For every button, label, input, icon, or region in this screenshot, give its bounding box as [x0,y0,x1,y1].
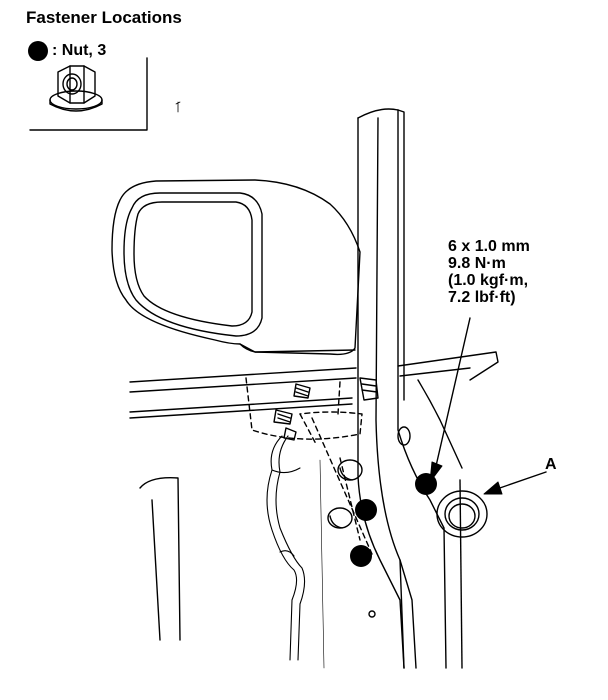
mirror-stud [293,383,311,399]
mirror-stud [359,377,379,401]
mounting-hole [397,426,411,446]
mounting-hole [337,459,363,481]
spec-line: (1.0 kgf·m, [448,272,529,289]
door-pillar [357,108,463,669]
mirror-stud [283,427,297,441]
inner-door-panel [139,459,463,669]
nut-location-marker [350,545,372,567]
mirror-stud [273,409,293,425]
flange-nut-icon [49,65,103,112]
nut-location-marker [355,499,377,521]
mirror-mount-dashed [245,377,373,555]
legend-title: Fastener Locations [26,8,182,27]
grommet-a [436,490,488,538]
a-arrow-head [483,481,503,495]
mounting-hole [327,507,353,529]
a-leader-arrow [493,471,547,491]
mirror-harness [266,435,306,661]
filled-circle-icon [28,41,48,61]
callout-label-a: A [545,456,557,473]
spec-leader-arrow [435,317,471,467]
spec-line: 7.2 lbf·ft) [448,289,516,306]
nut-location-marker [415,473,437,495]
legend-box [29,57,148,131]
spec-line: 9.8 N·m [448,255,506,272]
spec-line: 6 x 1.0 mm [448,238,530,255]
mirror-housing [111,179,361,356]
door-belt-line [129,351,499,419]
legend-nut-label: : Nut, 3 [52,42,107,59]
torque-spec: 6 x 1.0 mm 9.8 N·m (1.0 kgf·m, 7.2 lbf·f… [448,238,530,306]
